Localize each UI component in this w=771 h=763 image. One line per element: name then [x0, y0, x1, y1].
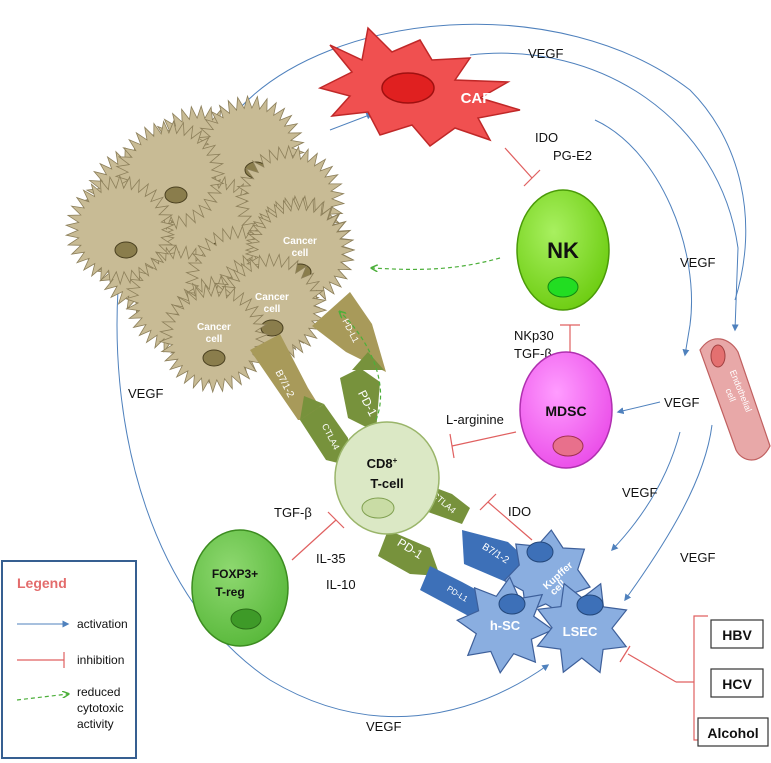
legend-title: Legend — [17, 575, 67, 591]
reduced-nk-cancer-arrow — [372, 257, 501, 269]
cancer-cell-label-b-2: cell — [264, 304, 281, 315]
vegf-to-kupffer-arrow-2 — [624, 424, 713, 602]
etiology-hbv: HBV — [710, 619, 764, 649]
tgfb-mdsc-label: TGF-β — [514, 346, 552, 361]
legend: Legend activation inhibition reduced cyt… — [1, 560, 137, 759]
treg-cell: FOXP3+ T-reg — [191, 529, 289, 647]
ido-kupffer-label: IDO — [508, 504, 531, 519]
cancer-nucleus — [202, 349, 226, 367]
inhibition-mdsc-cd8 — [449, 431, 517, 459]
vegf-bottom-loop — [116, 289, 550, 718]
inhibition-kupffer-cd8 — [479, 493, 533, 541]
caf-cell: CAF — [317, 26, 521, 148]
tgfb-treg-label: TGF-β — [274, 505, 312, 520]
legend-reduced-label-1: reduced — [77, 685, 120, 699]
receptor-pdl1-top: PD-L1 — [312, 292, 386, 372]
inhibition-caf-nk — [504, 147, 541, 187]
hsc-cell-nucleus — [498, 593, 526, 615]
legend-reduced-label-2: cytotoxic — [77, 701, 124, 715]
cancer-nucleus — [164, 186, 188, 204]
vegf-mdsc-label: VEGF — [664, 395, 699, 410]
vegf-left-label: VEGF — [128, 386, 163, 401]
vegf-bottom-label: VEGF — [366, 719, 401, 734]
hsc-cell: h-SC — [455, 575, 555, 675]
legend-inhibition-symbol — [17, 652, 65, 668]
cancer-nucleus — [114, 241, 138, 259]
vegf-to-caf-arrow — [329, 112, 374, 131]
ido-caf-label: IDO — [535, 130, 558, 145]
alcohol-label: Alcohol — [707, 725, 758, 741]
treg-label-2: T-reg — [215, 585, 244, 599]
etiology-alcohol: Alcohol — [697, 717, 769, 747]
cancer-cell-label-c-2: cell — [206, 334, 223, 345]
mdsc-label: MDSC — [545, 403, 586, 419]
pge2-label: PG-E2 — [553, 148, 592, 163]
nkp30-label: NKp30 — [514, 328, 554, 343]
l-arginine-label: L-arginine — [446, 412, 504, 427]
cd8-label: CD8+ — [367, 456, 398, 471]
vegf-mid-right-label: VEGF — [622, 485, 657, 500]
lsec-cell-nucleus — [576, 594, 604, 616]
receptor-pdl1-right: PD-L1 — [420, 566, 488, 620]
vegf-far-right-label: VEGF — [680, 550, 715, 565]
legend-inhibition-label: inhibition — [77, 653, 124, 667]
il10-label: IL-10 — [326, 577, 356, 592]
cancer-cell-label-a-2: cell — [292, 248, 309, 259]
legend-reduced-arrow — [16, 694, 68, 701]
endothelial-cell: Endothelial cell — [699, 338, 771, 461]
receptor-pd1-right: PD-1 — [378, 530, 440, 576]
lsec-label: LSEC — [563, 624, 598, 639]
vegf-to-kupffer-arrow-1 — [611, 431, 681, 552]
vegf-right-arc — [594, 119, 692, 357]
legend-activation-label: activation — [77, 617, 128, 631]
vegf-to-mdsc-arrow — [616, 401, 661, 415]
treg-label-1: FOXP3+ — [212, 567, 258, 581]
nk-label: NK — [547, 238, 579, 263]
caf-label: CAF — [461, 90, 492, 107]
receptor-ctla4-top: CTLA4 — [300, 396, 350, 466]
etiology-bracket — [619, 615, 708, 741]
t-cell-label: T-cell — [370, 476, 403, 491]
il35-label: IL-35 — [316, 551, 346, 566]
vegf-top-label: VEGF — [528, 46, 563, 61]
receptor-pd1-top: PD-1 — [340, 352, 384, 432]
cancer-cell-label-c-1: Cancer — [197, 322, 231, 333]
legend-reduced-label-3: activity — [77, 717, 114, 731]
etiology-hcv: HCV — [710, 668, 764, 698]
hsc-label: h-SC — [490, 618, 521, 633]
nk-cell: NK — [516, 189, 610, 311]
kupffer-cell-nucleus — [526, 541, 554, 563]
caf-to-endothelial-arc — [469, 52, 739, 332]
cancer-cell-label-b-1: Cancer — [255, 292, 289, 303]
cd8-t-cell: CD8+ T-cell — [334, 421, 440, 535]
endothelial-label-2: cell — [723, 387, 737, 403]
cancer-cell-label-a-1: Cancer — [283, 236, 317, 247]
activation-arrows — [116, 23, 747, 718]
inhibition-treg-cd8 — [291, 511, 345, 561]
mdsc-cell: MDSC — [519, 351, 613, 469]
reduced-cd8-cancer-arrow — [340, 312, 382, 421]
hcv-label: HCV — [722, 676, 752, 692]
hbv-label: HBV — [722, 627, 752, 643]
vegf-right-upper-label: VEGF — [680, 255, 715, 270]
lsec-cell: LSEC — [536, 582, 628, 674]
cancer-cell — [64, 174, 176, 286]
